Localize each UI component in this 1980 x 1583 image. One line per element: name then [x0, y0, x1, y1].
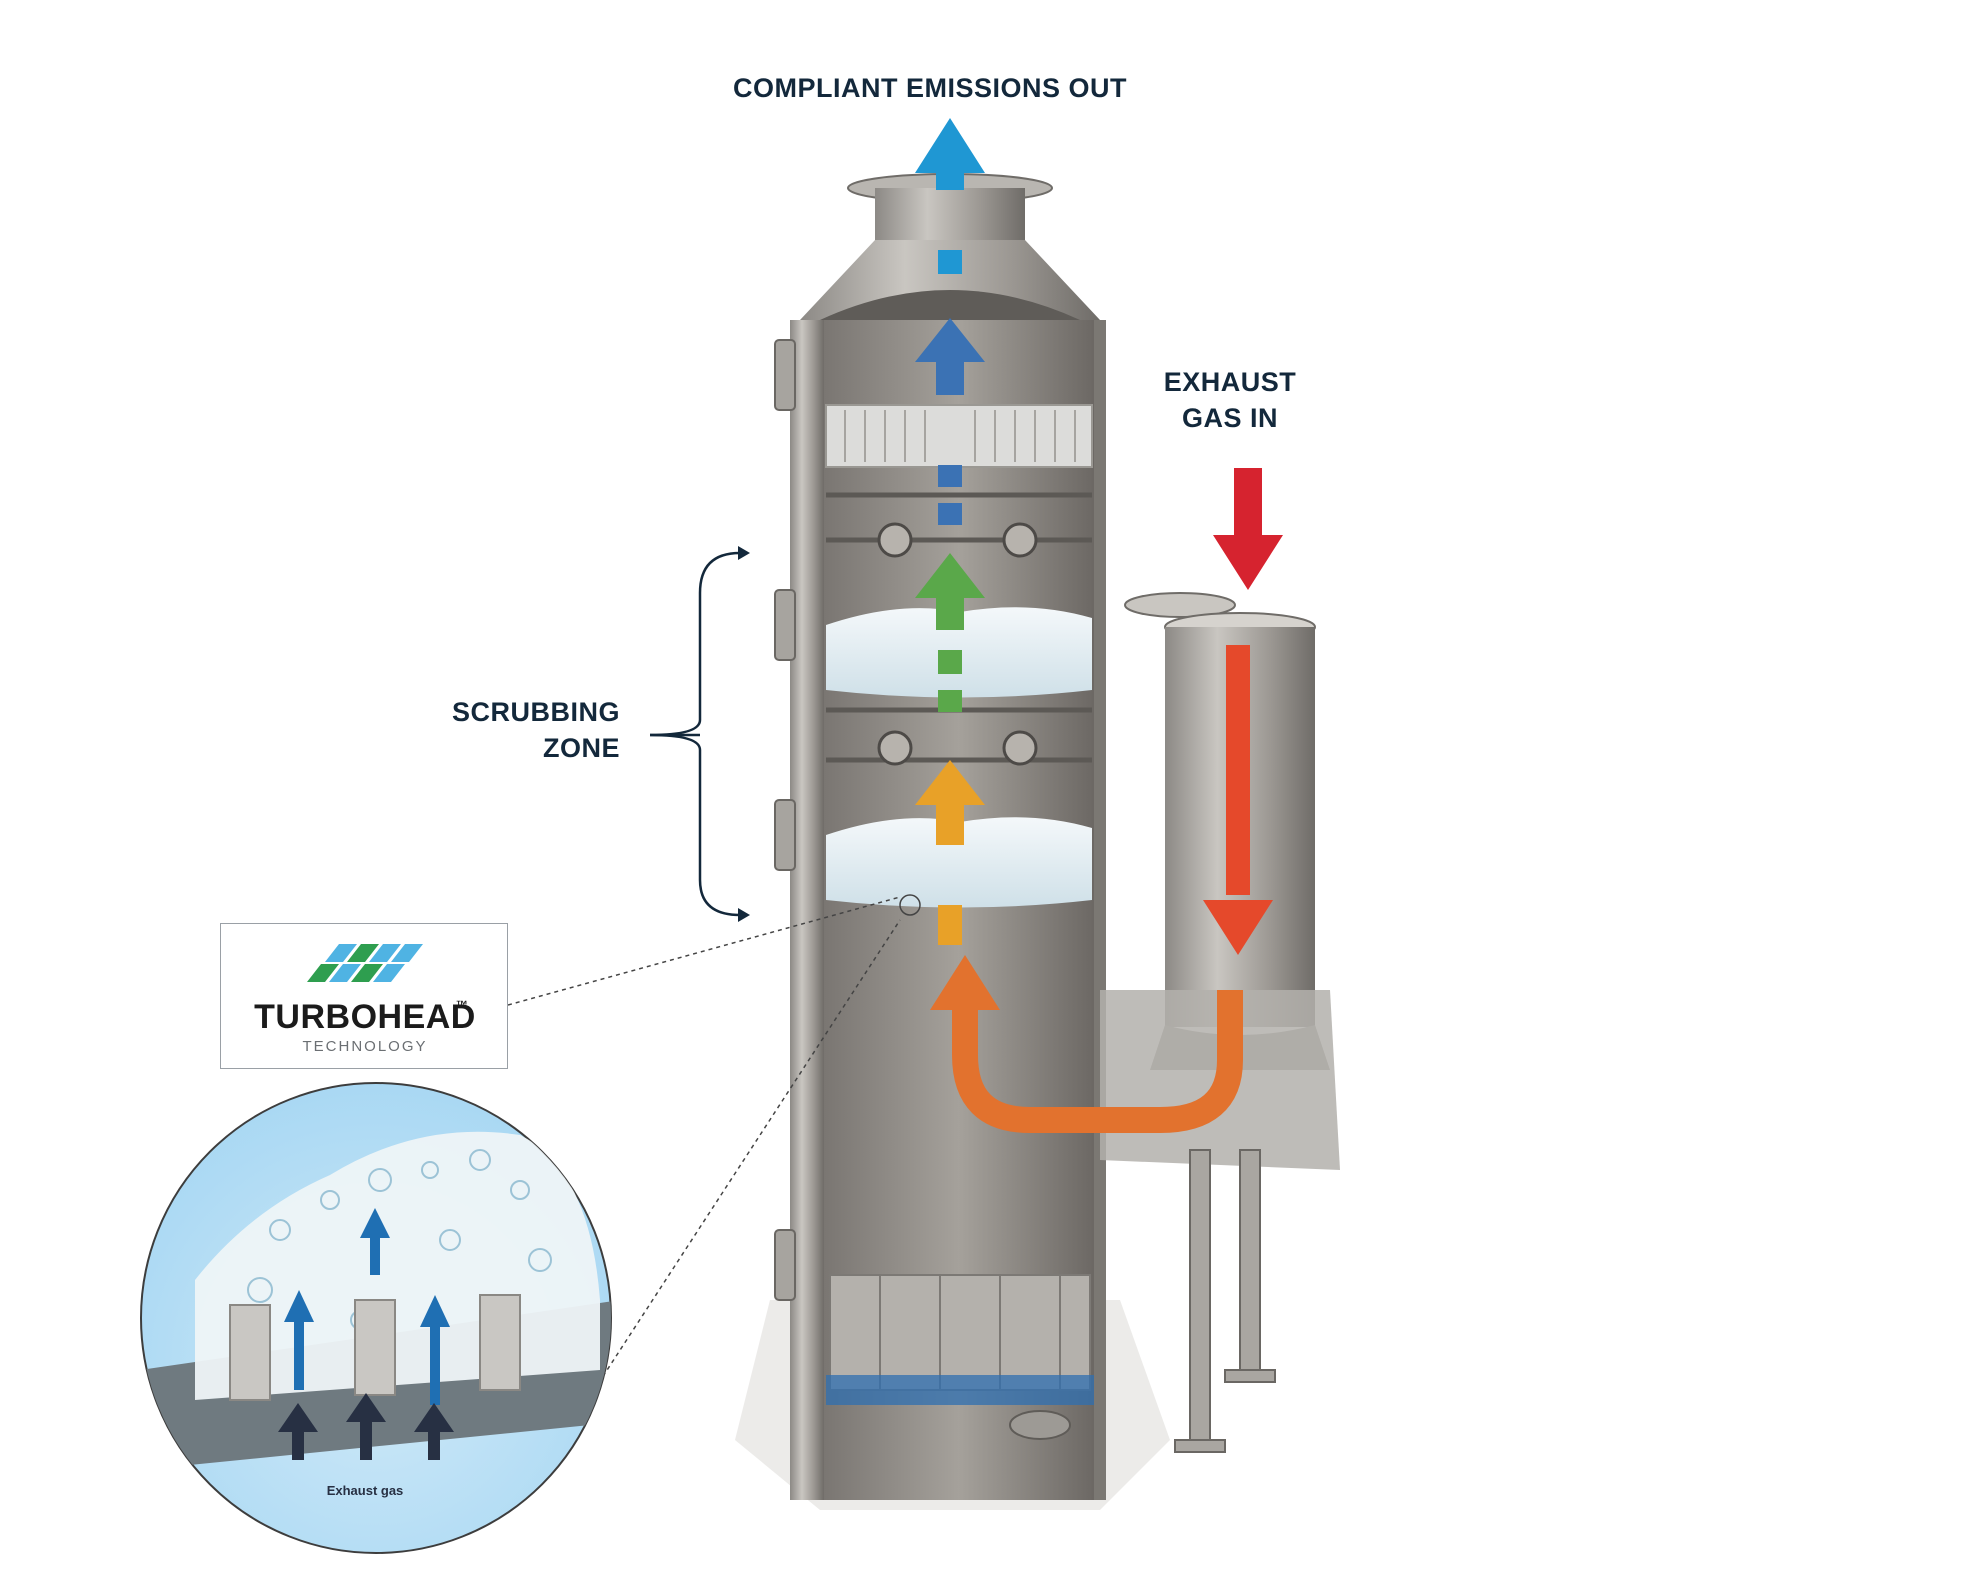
- green-arrow-dash-2: [938, 690, 962, 712]
- sump-baffles: [829, 1274, 1091, 1391]
- foam-bed-lower: [826, 817, 1092, 908]
- quencher-legs: [1174, 1149, 1276, 1453]
- bracket-bottom-arrowhead: [738, 908, 750, 922]
- inset-caption: Exhaust gas: [327, 1483, 404, 1498]
- inlet-label-line-2: GAS IN: [1181, 403, 1278, 433]
- spray-header-upper: [826, 492, 1092, 558]
- callout-focus-ring: [899, 894, 921, 916]
- upper-arrow-dash-1: [938, 465, 962, 487]
- callout-line-lower: [554, 919, 901, 1451]
- outlet-label: COMPLIANT EMISSIONS OUT: [732, 73, 1127, 103]
- tower-cone-interior: [820, 290, 1080, 320]
- tower-side-flanges: [774, 339, 796, 1301]
- outlet-arrow-dash: [938, 250, 962, 274]
- upper-arrow-dash-2: [938, 503, 962, 525]
- inset-bubbles: [247, 1149, 552, 1331]
- drain-outlet: [1009, 1410, 1071, 1440]
- tower-shell-right: [1094, 320, 1106, 1500]
- sump-liquid: [826, 1375, 1094, 1405]
- inset-blue-arrows: [284, 1208, 450, 1405]
- yellow-arrow: [915, 760, 985, 845]
- logo-name: TURBOHEAD: [254, 998, 476, 1036]
- turn-arrow-head: [930, 955, 1000, 1010]
- callout-line-upper: [507, 896, 901, 1006]
- turn-arrow: [952, 990, 1243, 1133]
- spray-header-lower: [826, 707, 1092, 766]
- scrubbing-zone-label-line-2: ZONE: [542, 733, 620, 763]
- inset-baffles: [229, 1294, 521, 1401]
- tower-shell-left: [790, 320, 824, 1500]
- scrubbing-zone-label-line-1: SCRUBBING: [451, 697, 620, 727]
- turbohead-logo: TURBOHEAD ™ TECHNOLOGY: [220, 923, 508, 1069]
- green-arrow: [915, 553, 985, 630]
- bracket-top-arrowhead: [738, 546, 750, 560]
- inlet-label: EXHAUST GAS IN: [1120, 364, 1340, 436]
- inset-gas-arrows: [278, 1393, 454, 1460]
- quencher-arrow-shaft: [1226, 645, 1250, 895]
- sump-baffle-lines: [879, 1275, 1061, 1390]
- mist-eliminator-slats: [844, 410, 1076, 462]
- logo-tagline: TECHNOLOGY: [302, 1038, 428, 1055]
- outlet-neck: [875, 188, 1025, 243]
- turbohead-inset: Exhaust gas: [140, 1082, 612, 1554]
- scrubbing-zone-bracket: [649, 551, 741, 917]
- yellow-arrow-dash: [938, 905, 962, 945]
- upper-arrow: [915, 318, 985, 395]
- flow-arrows: [915, 118, 1283, 1133]
- quencher-arrow-head: [1203, 900, 1273, 955]
- turbohead-logo-mark: [307, 944, 423, 982]
- outlet-arrow: [915, 118, 985, 190]
- quencher-inlet-rim: [1124, 592, 1236, 618]
- inlet-label-line-1: EXHAUST: [1163, 367, 1297, 397]
- inlet-arrow: [1213, 468, 1283, 590]
- green-arrow-dash-1: [938, 650, 962, 674]
- scrubbing-zone-label: SCRUBBING ZONE: [400, 694, 620, 766]
- logo-trademark: ™: [456, 998, 468, 1012]
